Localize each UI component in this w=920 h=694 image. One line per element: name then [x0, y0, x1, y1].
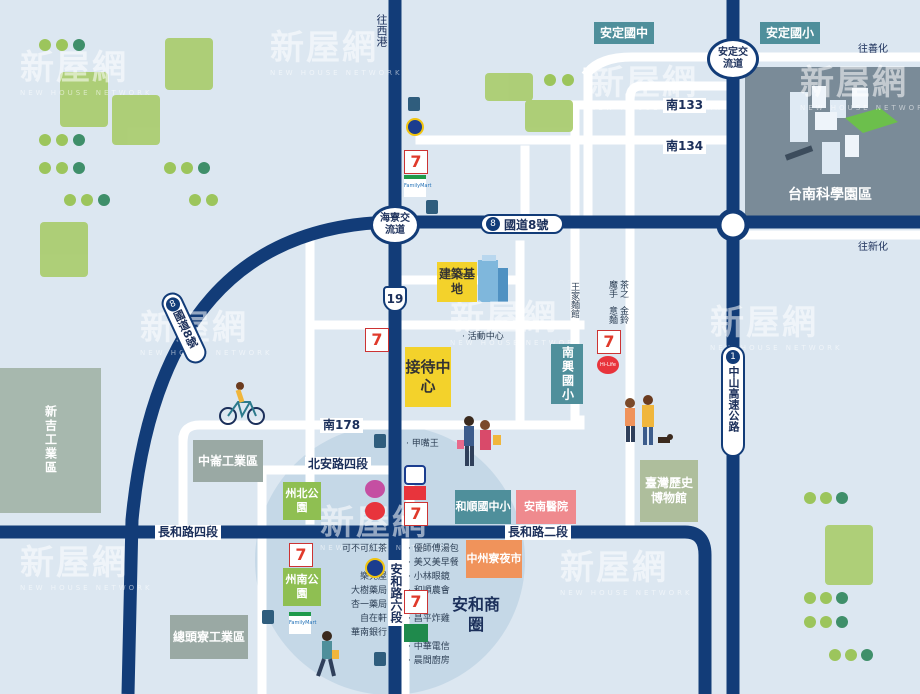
hilife-icon: Hi-Life	[597, 356, 619, 374]
label-zongtouliao-industrial: 總頭寮工業區	[170, 615, 248, 659]
label-heshun-school: 和順國中小	[455, 490, 511, 524]
label-anhe-district: 安和商圈	[451, 595, 500, 634]
store-icon	[404, 624, 428, 642]
family-with-dog-icon	[625, 395, 673, 445]
seven-eleven-icon: 7	[404, 150, 428, 174]
road-label-changhe4: 長和路四段	[155, 525, 222, 540]
list-item: · 晨間廚房	[408, 656, 450, 666]
label-zhonglun-industrial: 中崙工業區	[193, 440, 263, 482]
road-label-north: 往西港	[375, 14, 388, 47]
label-xinji-industrial: 新吉工業區	[43, 405, 58, 475]
list-item: 大樹藥局	[350, 586, 387, 596]
road-label-nan134: 南134	[663, 139, 707, 154]
list-item: · 小林眼鏡	[408, 572, 450, 582]
list-item: 杏一藥局	[350, 600, 387, 610]
store-icon	[404, 486, 426, 500]
cyclist-icon	[219, 382, 265, 425]
gas-station-icon	[374, 652, 386, 666]
road-label-nan178: 南178	[320, 418, 364, 433]
list-item: 華南銀行	[350, 628, 387, 638]
label-anding-junior-high: 安定國中	[594, 22, 654, 44]
label-building-site: 建築基地	[437, 262, 477, 302]
walker-icon	[316, 631, 339, 677]
label-night-market: 中州寮夜市	[466, 540, 522, 578]
list-item: 可不可紅茶	[341, 544, 387, 554]
road-label-anhe6: 安和路六段	[388, 560, 403, 626]
seven-eleven-icon: 7	[404, 590, 428, 614]
road-label-shanhua: 往善化	[858, 44, 888, 55]
provincial-road-19-shield: 19	[383, 286, 407, 312]
road-label-nan133: 南133	[663, 98, 707, 113]
interchange-ring	[716, 208, 750, 242]
gas-station-icon	[408, 97, 420, 111]
road-label-xinhua: 往新化	[858, 242, 888, 253]
haiku-interchange-badge: 海寮交流道	[370, 205, 420, 245]
poi-jinling: 金鈴意麵	[607, 306, 628, 324]
seven-eleven-icon: 7	[404, 502, 428, 526]
gas-station-icon	[262, 610, 274, 624]
label-reception-center: 接待中心	[405, 347, 451, 407]
seven-eleven-icon: 7	[289, 543, 313, 567]
label-science-park: 台南科學園區	[788, 187, 872, 204]
shield-icon: 1	[726, 350, 740, 364]
label-anding-elementary: 安定國小	[760, 22, 820, 44]
familymart-icon: FamilyMart	[289, 612, 316, 634]
poi-jiamei: · 甲嘴王	[406, 439, 439, 449]
familymart-icon: FamilyMart	[404, 175, 431, 197]
xinji-industrial-block	[0, 368, 101, 513]
road-label-changhe2: 長和路二段	[505, 525, 572, 540]
poi-list-west: 可不可紅茶 樂兒屋 大樹藥局 杏一藥局 自在軒 華南銀行	[325, 542, 387, 640]
label-nanxing-elementary: 南興國小	[551, 344, 583, 404]
tree-clusters	[39, 38, 873, 661]
road-label-beian4: 北安路四段	[305, 457, 372, 472]
shield-icon: 8	[486, 217, 500, 231]
list-item: · 優師傅湯包	[408, 544, 459, 554]
gas-station-icon	[374, 434, 386, 448]
store-icon	[365, 480, 385, 498]
label-zhoubei-park: 州北公園	[283, 482, 321, 520]
gas-station-icon	[426, 200, 438, 214]
national-road-8-shield-east: 8 國道8號	[480, 214, 564, 234]
site-tower-icon	[478, 255, 508, 302]
shoppers-icon	[457, 416, 501, 466]
list-item: 自在軒	[359, 614, 387, 624]
police-station-icon	[406, 118, 424, 136]
seven-eleven-icon: 7	[365, 328, 389, 352]
poi-wangjia: 王家麵館	[569, 282, 579, 318]
seven-eleven-icon: 7	[597, 330, 621, 354]
list-item: · 昌平炸雞	[408, 614, 450, 624]
bank-icon	[404, 465, 426, 485]
store-icon	[365, 502, 385, 520]
label-annan-hospital: 安南醫院	[516, 490, 576, 524]
anding-interchange-badge: 安定交流道	[707, 38, 759, 80]
poi-activity-center: · 活動中心	[462, 332, 504, 342]
label-zhounan-park: 州南公園	[283, 568, 321, 606]
science-park-buildings	[784, 86, 898, 174]
poi-tea: 茶之魔手	[607, 280, 628, 298]
label-history-museum: 臺灣歷史博物館	[640, 460, 698, 522]
list-item: · 美又美早餐	[408, 558, 459, 568]
police-station-icon	[365, 558, 385, 578]
zhongshan-freeway-shield: 1 中山高速公路	[721, 345, 745, 457]
list-item: · 中華電信	[408, 642, 450, 652]
